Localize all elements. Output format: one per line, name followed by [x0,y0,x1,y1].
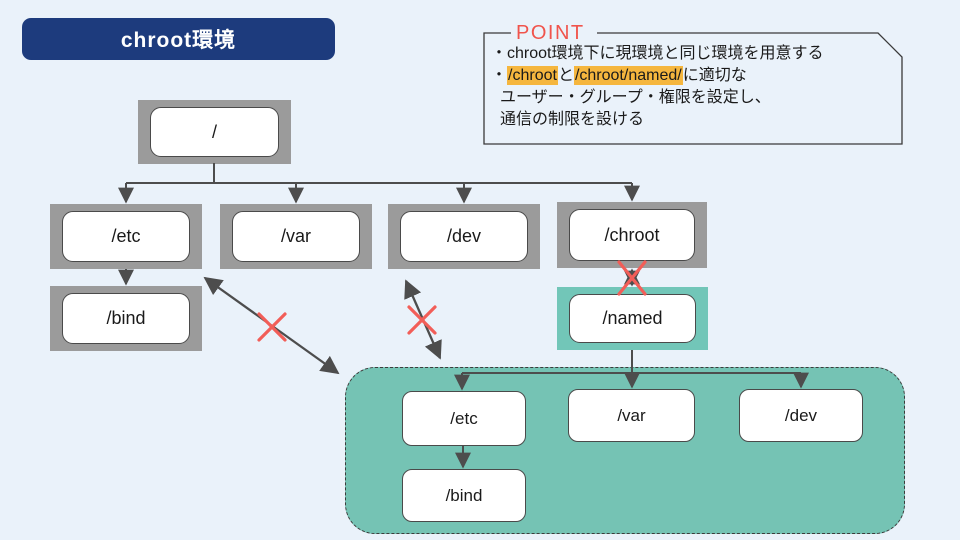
point-callout-text: ・chroot環境下に現環境と同じ環境を用意する ・/chrootと/chroo… [491,43,895,131]
page-title: chroot環境 [120,29,237,52]
blocked-link-arrows [203,276,442,375]
node-bind-frame: /bind [50,286,202,351]
title-banner: chroot環境 [22,18,335,60]
point-line-2-mid: と [557,67,574,84]
point-line-2-tail: に適切な [682,67,747,84]
point-line-4: 通信の制限を設ける [500,111,645,128]
blocked-link-arrow-etc-env [203,276,340,375]
node-bind: /bind [62,293,190,344]
node-etc: /etc [62,211,190,262]
blocked-link-arrow-dev-env [404,279,442,360]
env-node-bind: /bind [402,469,526,522]
node-root-frame: / [138,100,291,164]
point-line-2-bullet: ・ [491,67,508,84]
cross-icon-dev-env [407,305,437,335]
node-dev-frame: /dev [388,204,540,269]
node-named: /named [569,294,696,343]
node-chroot: /chroot [569,209,695,261]
point-heading: POINT [516,22,585,44]
node-dev: /dev [400,211,528,262]
node-chroot-frame: /chroot [557,202,707,268]
node-var-frame: /var [220,204,372,269]
node-var: /var [232,211,360,262]
point-highlight-chroot-named: /chroot/named/ [573,66,683,85]
env-node-etc: /etc [402,391,526,446]
node-etc-frame: /etc [50,204,202,269]
point-line-3: ユーザー・グループ・権限を設定し、 [500,89,771,106]
cross-icon-etc-env [257,312,287,342]
point-highlight-chroot: /chroot [507,66,558,85]
env-node-dev: /dev [739,389,863,442]
point-line-1: ・chroot環境下に現環境と同じ環境を用意する [491,45,824,62]
node-named-frame: /named [557,287,708,350]
point-line-2: ・/chrootと/chroot/named/に適切な [491,65,895,87]
node-root: / [150,107,279,157]
env-node-var: /var [568,389,695,442]
